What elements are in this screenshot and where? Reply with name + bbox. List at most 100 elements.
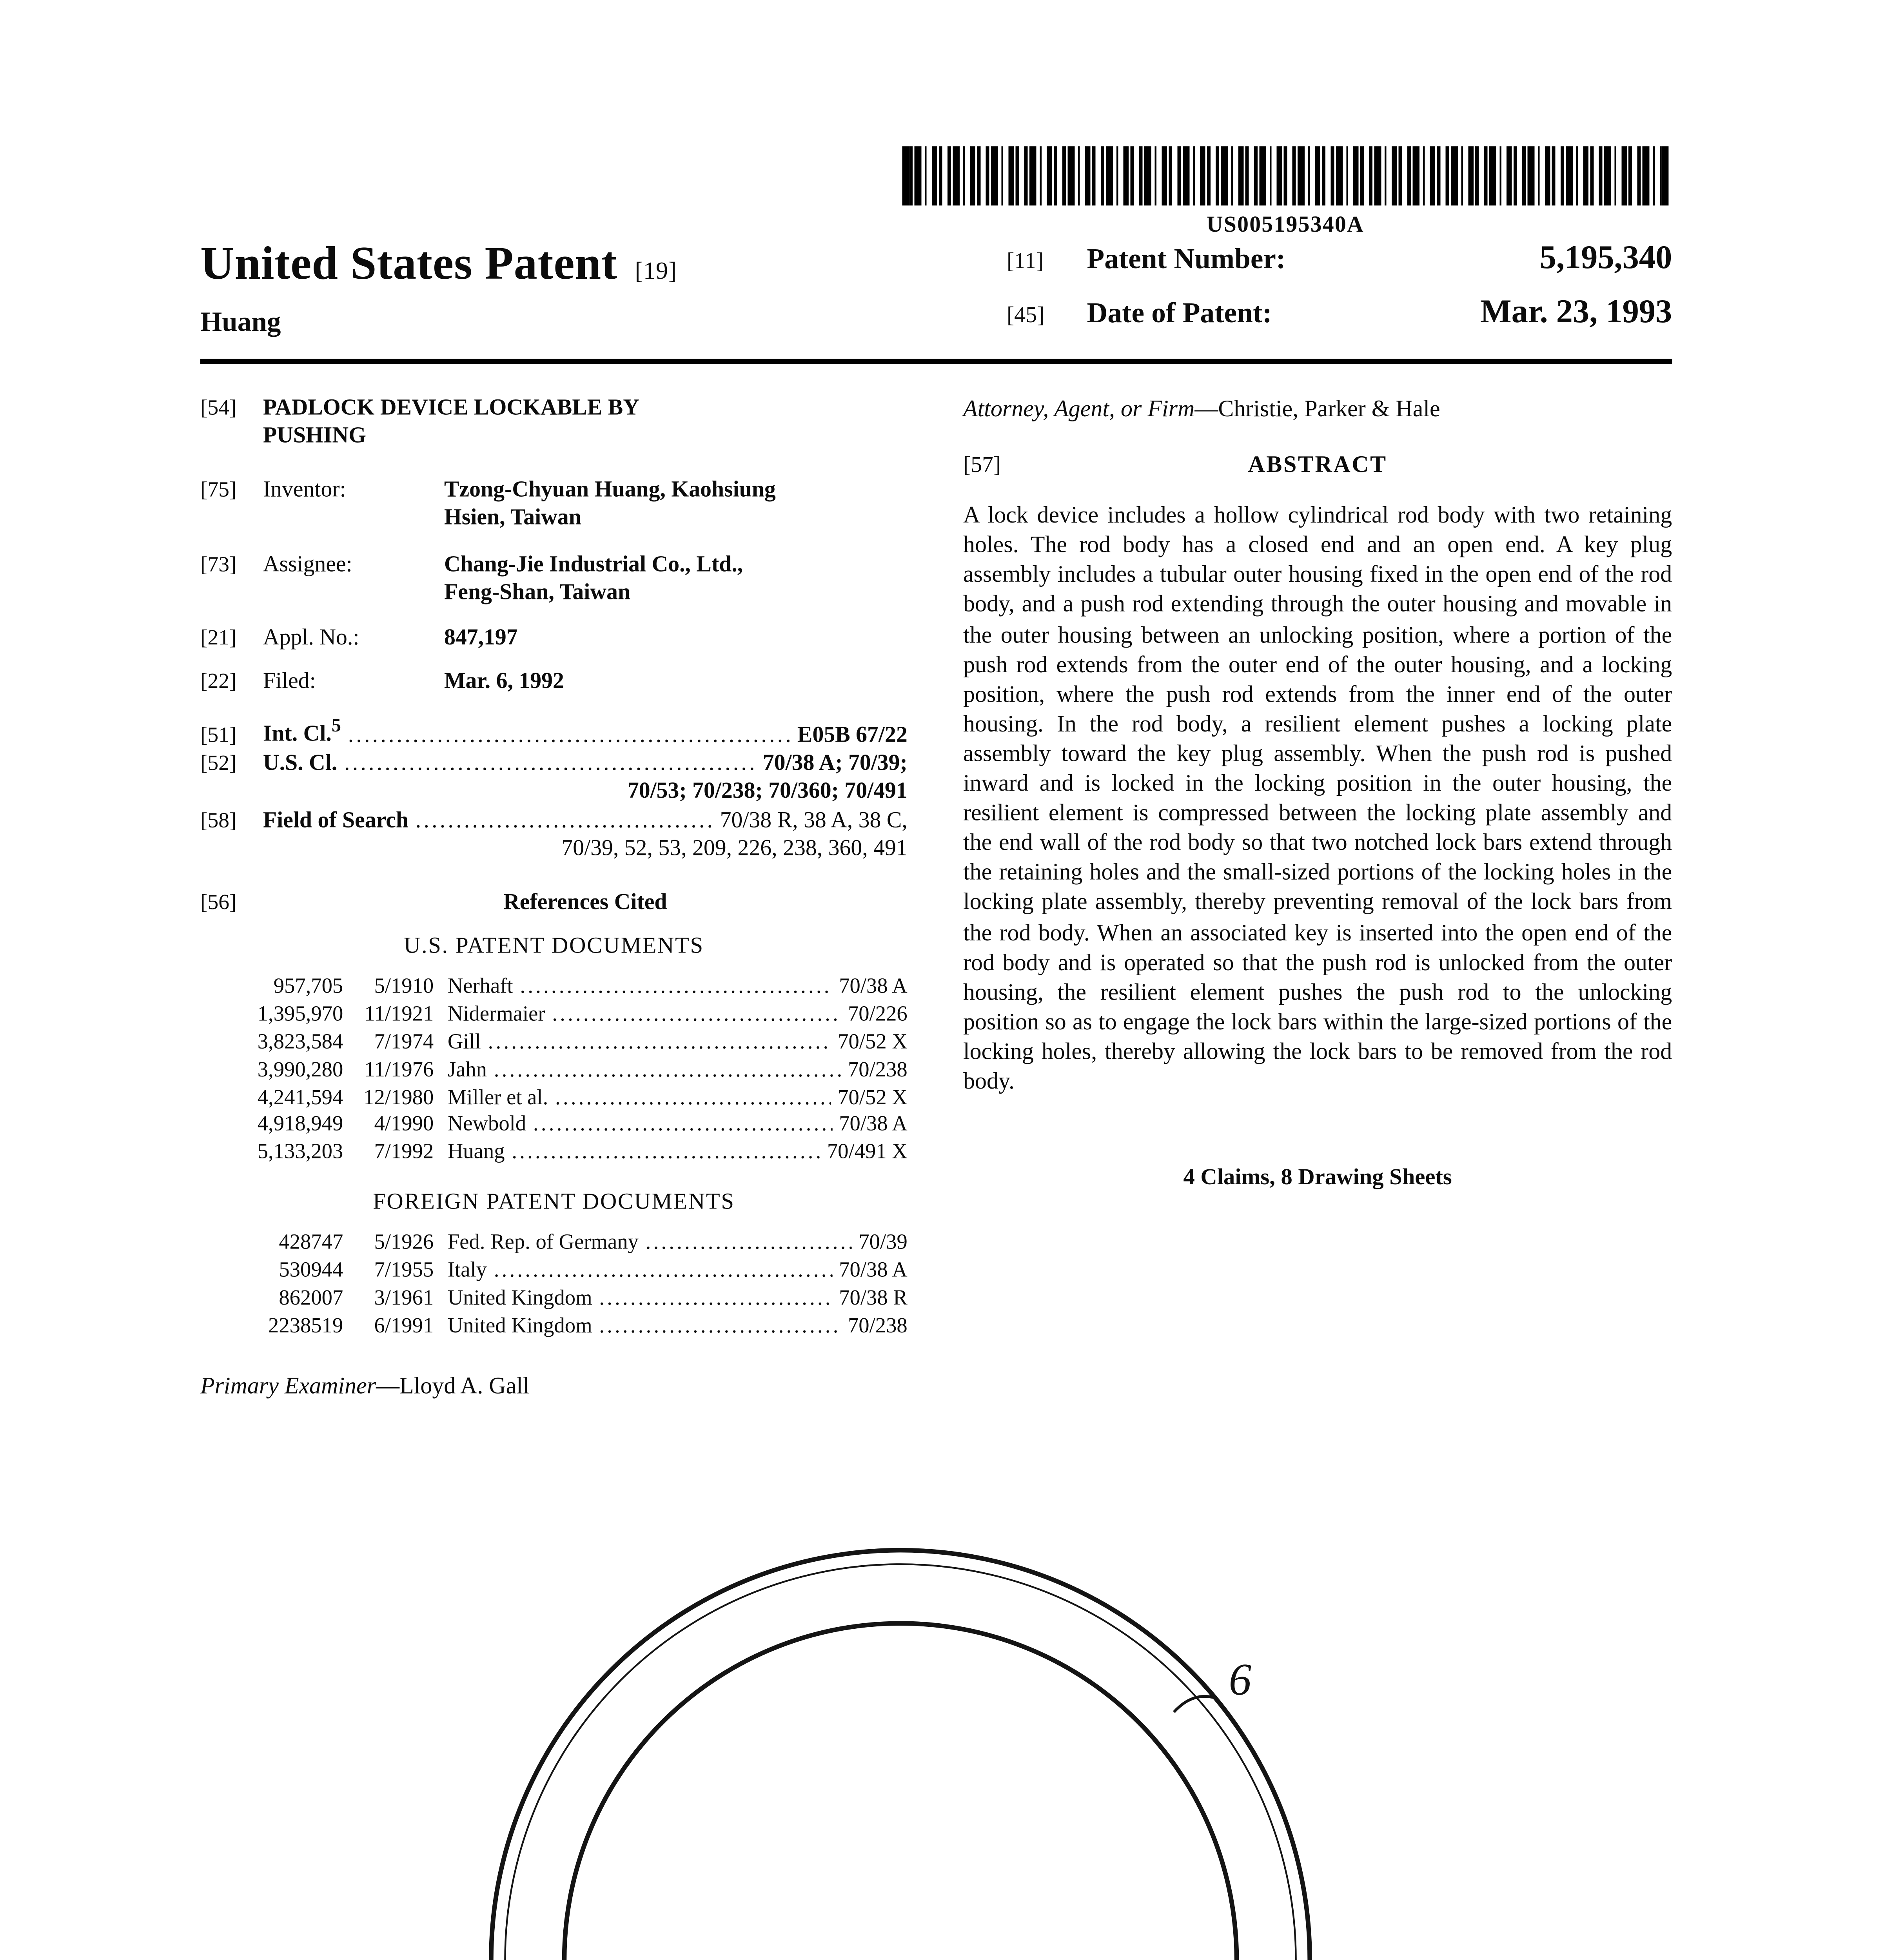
ref-number: 5,133,203 (257, 1139, 343, 1164)
leader-dots (533, 1112, 832, 1139)
ref-date: 4/1990 (374, 1112, 434, 1136)
inventor-row: [75] Inventor: Tzong-Chyuan Huang, Kaohs… (200, 475, 908, 532)
ref-date: 7/1992 (374, 1139, 434, 1164)
primary-examiner-name: —Lloyd A. Gall (376, 1372, 530, 1398)
ref-date: 7/1974 (374, 1029, 434, 1054)
us-ref-row: 5,133,203 7/1992 Huang 70/491 X (228, 1140, 908, 1167)
int-cl-label: Int. Cl.5 (263, 716, 341, 747)
us-ref-row: 3,990,280 11/1976 Jahn 70/238 (228, 1057, 908, 1084)
invention-title-line2: PUSHING (263, 422, 367, 448)
us-cl-value-line2: 70/53; 70/238; 70/360; 70/491 (627, 777, 908, 804)
us-patent-documents-title: U.S. PATENT DOCUMENTS (404, 932, 704, 958)
us-cl-label: U.S. Cl. (263, 749, 338, 775)
leader-dots (646, 1230, 852, 1258)
bibliographic-columns: [54] PADLOCK DEVICE LOCKABLE BY PUSHING … (200, 394, 1672, 1400)
ref-name: Miller et al. (447, 1084, 548, 1109)
ref-number: 428747 (279, 1230, 343, 1255)
appl-no-value: 847,197 (444, 624, 518, 651)
ref-class: 70/238 (848, 1057, 908, 1082)
us-ref-row: 3,823,584 7/1974 Gill 70/52 X (228, 1029, 908, 1057)
abstract-heading-row: [57] ABSTRACT (963, 450, 1672, 479)
attorney-name: —Christie, Parker & Hale (1194, 395, 1440, 422)
assignee-label: Assignee: (263, 550, 352, 576)
ref-date: 7/1955 (374, 1258, 434, 1282)
ref-name: Jahn (447, 1057, 487, 1082)
leader-dots (344, 749, 756, 777)
ref-number: 4,241,594 (257, 1084, 343, 1109)
ref-class: 70/39 (859, 1230, 908, 1255)
leader-dots (599, 1313, 841, 1340)
attorney-line: Attorney, Agent, or Firm—Christie, Parke… (963, 394, 1672, 423)
invention-title: PADLOCK DEVICE LOCKABLE BY PUSHING (263, 394, 908, 451)
patent-number-label: Patent Number: (1087, 242, 1286, 275)
kind-code-11: [11] (1007, 247, 1044, 274)
ref-name: Gill (447, 1029, 481, 1054)
filed-row: [22] Filed: Mar. 6, 1992 (200, 667, 908, 695)
invention-title-row: [54] PADLOCK DEVICE LOCKABLE BY PUSHING (200, 394, 908, 451)
inventor-label: Inventor: (263, 475, 346, 501)
ref-number: 3,823,584 (257, 1029, 343, 1054)
header-right: [11] Patent Number: 5,195,340 [45] Date … (1007, 237, 1672, 348)
field-of-search-value-line2: 70/39, 52, 53, 209, 226, 238, 360, 491 (561, 835, 908, 861)
header-left: United States Patent[19] Huang (200, 237, 677, 348)
patent-number-row: [11] Patent Number: 5,195,340 (1007, 240, 1672, 279)
leader-dots (488, 1029, 831, 1057)
header-divider (200, 359, 1672, 364)
invention-title-line1: PADLOCK DEVICE LOCKABLE BY (263, 394, 639, 420)
int-cl-row: [51] Int. Cl.5 E05B 67/22 (200, 713, 908, 749)
leader-dots (416, 806, 713, 835)
inventor-value-line1: Tzong-Chyuan Huang, Kaohsiung (444, 475, 776, 501)
foreign-ref-row: 2238519 6/1991 United Kingdom 70/238 (228, 1313, 908, 1340)
us-cl-value-line1: 70/38 A; 70/39; (762, 749, 908, 775)
kind-code-21: [21] (200, 626, 237, 651)
leader-dots (348, 720, 790, 749)
assignee-value-line1: Chang-Jie Industrial Co., Ltd., (444, 550, 743, 576)
ref-numeral-6: 6 (1229, 1654, 1252, 1704)
barcode-block: US005195340A (902, 146, 1669, 238)
patent-number-value: 5,195,340 (1539, 240, 1672, 277)
references-cited-title: References Cited (503, 887, 667, 914)
patent-date-row: [45] Date of Patent: Mar. 23, 1993 (1007, 294, 1672, 333)
us-ref-row: 4,918,949 4/1990 Newbold 70/38 A (228, 1112, 908, 1139)
inventor-value: Tzong-Chyuan Huang, Kaohsiung Hsien, Tai… (444, 475, 908, 532)
field-of-search-value-line1: 70/38 R, 38 A, 38 C, (720, 806, 908, 832)
ref-class: 70/226 (848, 1002, 908, 1026)
ref-date: 3/1961 (374, 1285, 434, 1310)
left-column: [54] PADLOCK DEVICE LOCKABLE BY PUSHING … (200, 394, 908, 1400)
ref-number: 957,705 (273, 974, 343, 999)
ref-date: 5/1926 (374, 1230, 434, 1255)
leader-dots (555, 1084, 831, 1112)
foreign-patent-documents-title: FOREIGN PATENT DOCUMENTS (373, 1188, 735, 1214)
references-cited-row: [56] References Cited (200, 887, 908, 916)
appl-no-row: [21] Appl. No.: 847,197 (200, 624, 908, 653)
attorney-label: Attorney, Agent, or Firm (963, 395, 1195, 422)
kind-code-73: [73] (200, 551, 237, 576)
ref-number: 2238519 (268, 1313, 343, 1338)
field-of-search-label: Field of Search (263, 806, 409, 832)
abstract-text: A lock device includes a hollow cylindri… (963, 502, 1672, 1094)
ref-class: 70/38 A (839, 974, 908, 999)
ref-class: 70/238 (848, 1313, 908, 1338)
kind-code-19: [19] (635, 260, 677, 286)
patent-date-label: Date of Patent: (1087, 296, 1272, 329)
us-cl-row: [52] U.S. Cl. 70/38 A; 70/39; (200, 749, 908, 777)
inventor-value-line2: Hsien, Taiwan (444, 503, 581, 530)
ref-name: Italy (447, 1258, 487, 1282)
ref-number: 862007 (279, 1285, 343, 1310)
assignee-value: Chang-Jie Industrial Co., Ltd., Feng-Sha… (444, 550, 908, 607)
kind-code-45: [45] (1007, 301, 1045, 328)
ref-class: 70/38 A (839, 1258, 908, 1282)
leader-dots (494, 1258, 832, 1285)
ref-date: 6/1991 (374, 1313, 434, 1338)
patent-title-text: United States Patent (200, 237, 617, 289)
foreign-ref-row: 428747 5/1926 Fed. Rep. of Germany 70/39 (228, 1230, 908, 1258)
us-ref-row: 957,705 5/1910 Nerhaft 70/38 A (228, 975, 908, 1002)
leader-dots (512, 1140, 820, 1167)
assignee-row: [73] Assignee: Chang-Jie Industrial Co.,… (200, 550, 908, 607)
kind-code-75: [75] (200, 477, 237, 501)
ref-number: 3,990,280 (257, 1057, 343, 1082)
leader-dots (494, 1057, 841, 1084)
foreign-ref-row: 862007 3/1961 United Kingdom 70/38 R (228, 1285, 907, 1313)
ref-class: 70/52 X (838, 1084, 908, 1109)
barcode-number: US005195340A (1206, 211, 1364, 237)
